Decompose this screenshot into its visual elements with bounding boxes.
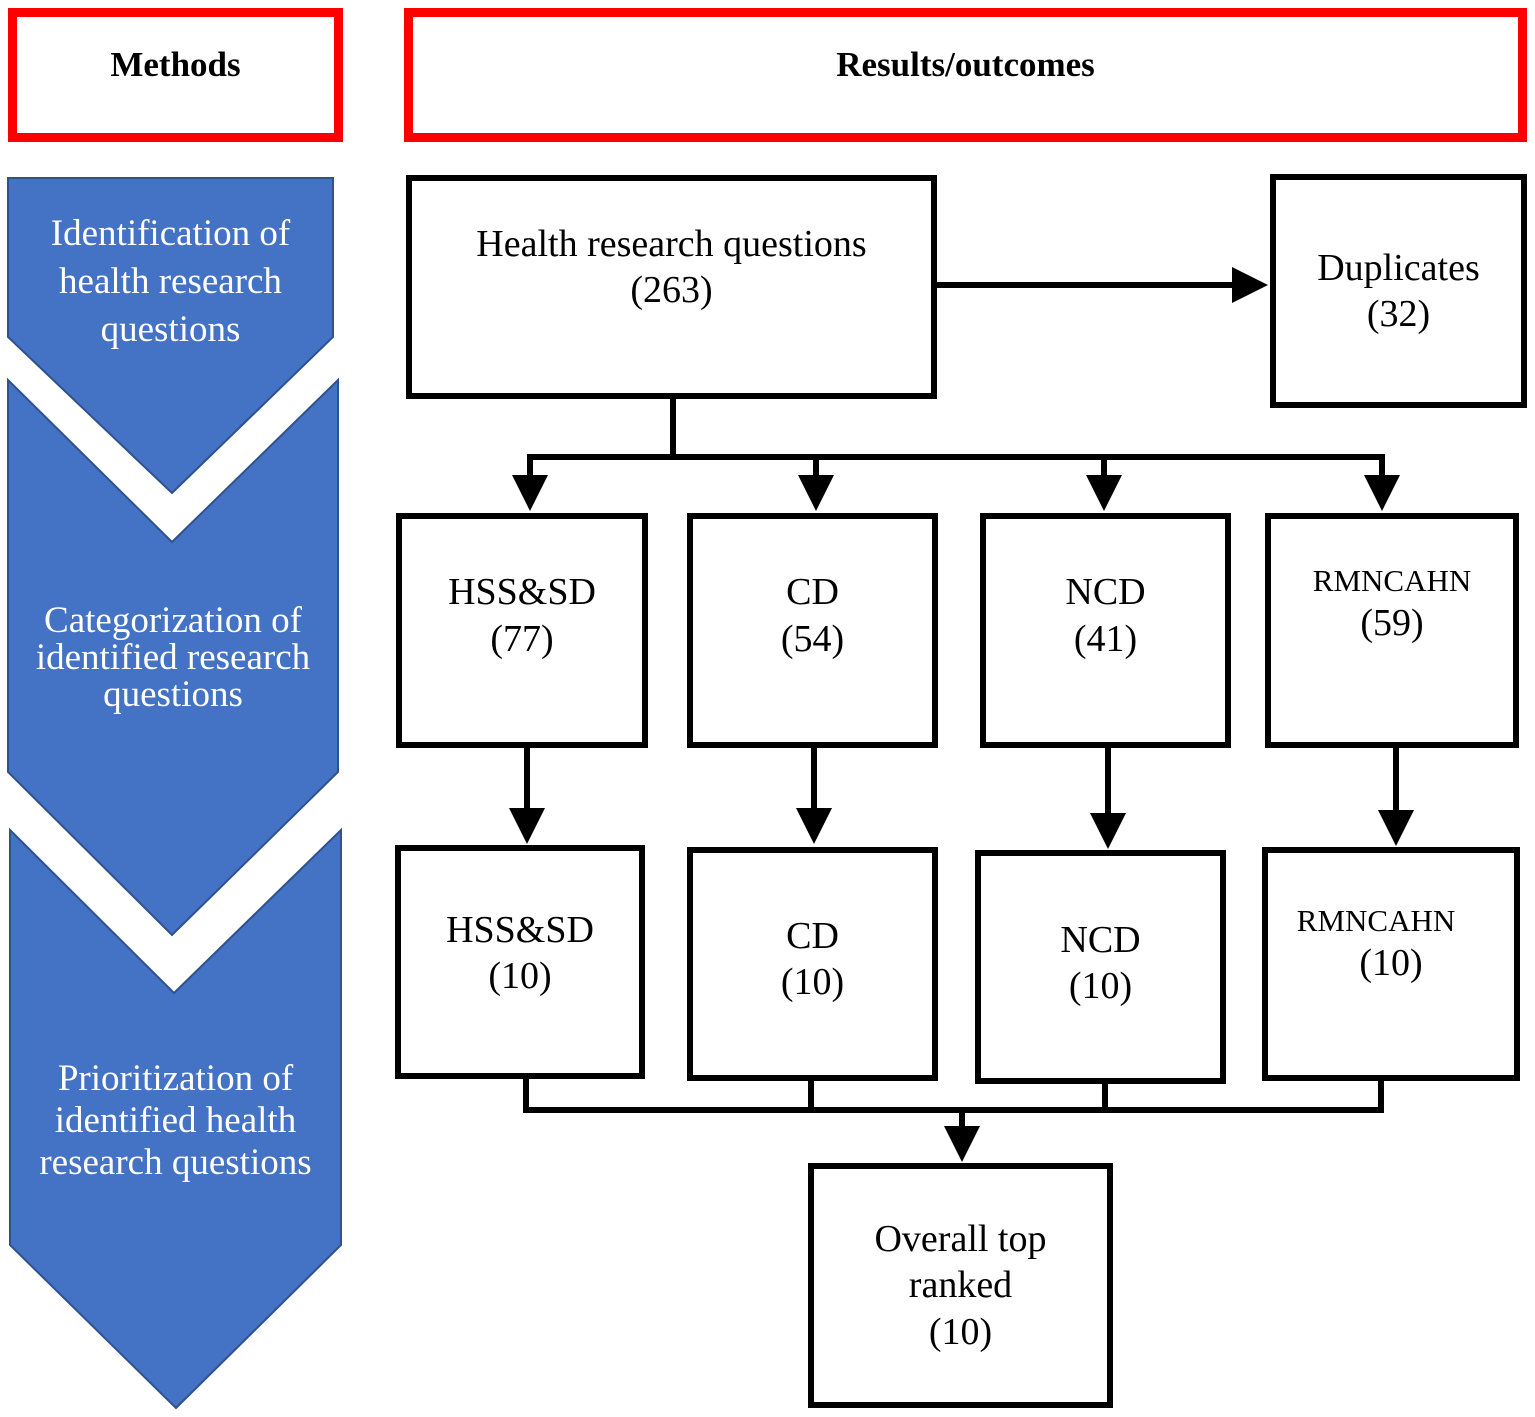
priority-ncd-label: NCD [1060,918,1141,961]
total-questions-label: Health research questions [476,222,867,265]
overall-top-line-2: ranked [908,1264,1013,1307]
results-header: Results/outcomes [404,8,1527,142]
chevron-step-2 [7,377,339,937]
duplicates-count: (32) [1366,293,1431,335]
priority-cd-box: CD (10) [687,847,938,1081]
step-2-line-1: Categorization of [44,600,302,641]
step-3-line-1: Prioritization of [57,1058,294,1099]
priority-hss-box: HSS&SD (10) [395,845,645,1079]
results-header-label: Results/outcomes [836,45,1095,84]
category-cd-box: CD (54) [687,513,938,748]
category-rmn-box: RMNCAHN (59) [1265,513,1519,748]
step-1-text: Identification of health research questi… [8,210,333,354]
chevron-step-1 [7,177,334,495]
methods-header: Methods [8,8,343,142]
category-ncd-count: (41) [1073,617,1138,660]
total-questions-count: (263) [630,269,713,311]
step-3-line-3: research questions [39,1141,312,1183]
duplicates-label: Duplicates [1317,246,1480,289]
category-hss-count: (77) [490,617,554,660]
step-1-line-3: questions [100,309,241,351]
category-ncd-box: NCD (41) [980,513,1231,748]
category-rmn-label: RMNCAHN [1312,563,1472,599]
category-hss-box: HSS&SD (77) [396,513,648,748]
step-2-line-2: identified research [35,637,311,678]
connectors [509,267,1414,1162]
step-1-line-1: Identification of [50,213,291,254]
step-3-line-2: identified health [54,1099,297,1141]
category-hss-label: HSS&SD [448,571,596,614]
step-2-line-3: questions [103,674,243,715]
overall-top-box: Overall top ranked (10) [808,1163,1113,1408]
methods-header-label: Methods [110,45,241,84]
priority-ncd-count: (10) [1068,965,1133,1007]
priority-cd-count: (10) [780,961,845,1003]
priority-rmn-box: RMNCAHN (10) [1262,847,1520,1081]
priority-rmn-count: (10) [1359,941,1423,984]
category-ncd-label: NCD [1065,571,1146,614]
priority-hss-label: HSS&SD [446,908,594,951]
step-3-text: Prioritization of identified health rese… [10,1058,341,1183]
priority-rmn-label: RMNCAHN [1296,902,1456,938]
duplicates-box: Duplicates (32) [1270,174,1527,408]
category-cd-count: (54) [780,617,845,660]
category-cd-label: CD [786,571,839,614]
step-1-line-2: health research [59,261,282,303]
total-questions-box: Health research questions (263) [406,175,937,399]
priority-cd-label: CD [786,914,839,957]
overall-top-line-1: Overall top [874,1217,1047,1260]
chevron-step-3 [9,827,342,1410]
priority-hss-count: (10) [488,955,552,997]
overall-top-count: (10) [928,1310,993,1353]
priority-ncd-box: NCD (10) [975,850,1226,1084]
category-rmn-count: (59) [1360,602,1424,645]
step-2-text: Categorization of identified research qu… [8,602,338,713]
